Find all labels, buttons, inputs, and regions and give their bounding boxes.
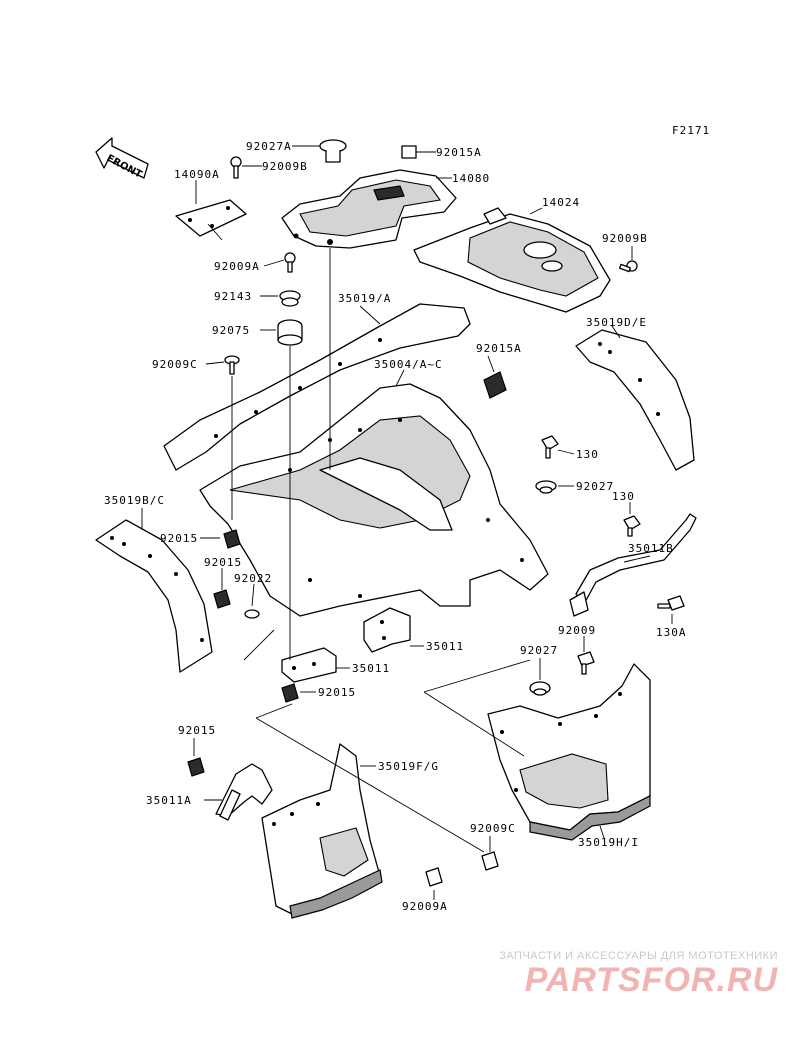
label-14024: 14024 [542, 196, 580, 209]
watermark-tagline: ЗАПЧАСТИ И АКСЕССУАРЫ ДЛЯ МОТОТЕХНИКИ [499, 950, 778, 962]
label-92143: 92143 [214, 290, 252, 303]
front-arrow-icon: FRONT [95, 137, 149, 181]
part-92009B-bolt [230, 156, 242, 179]
label-35011B: 35011B [628, 542, 674, 555]
label-35011A: 35011A [146, 794, 192, 807]
label-35019A: 35019/A [338, 292, 391, 305]
label-92027-b: 92027 [520, 644, 558, 657]
part-35019BC-mudflap [95, 519, 213, 673]
part-130A-bolt [657, 595, 685, 611]
label-35019DE: 35019D/E [586, 316, 647, 329]
part-92009C-bolt [224, 355, 240, 375]
part-92143-washer [279, 290, 301, 307]
part-35004-rear-fender [199, 383, 549, 617]
label-130: 130 [576, 448, 599, 461]
part-130-bolt [541, 435, 559, 459]
label-35004: 35004/A~C [374, 358, 443, 371]
label-35019BC: 35019B/C [104, 494, 165, 507]
part-92009-bolt [577, 651, 595, 675]
part-92009A-bottom-bolt [425, 867, 443, 887]
part-labels: 92027A 92009B 92015A 14080 14090A 14024 … [104, 140, 687, 913]
label-92015: 92015 [160, 532, 198, 545]
part-35011-bracket-2 [281, 647, 337, 683]
label-92009B-right: 92009B [602, 232, 648, 245]
part-92009B-right-bolt [618, 260, 638, 273]
part-14024-cover [413, 207, 611, 313]
part-35011A-bracket [215, 763, 273, 821]
label-92015-c: 92015 [318, 686, 356, 699]
label-92009C: 92009C [152, 358, 198, 371]
leader-lines [141, 145, 673, 900]
watermark-logo: PARTSFOR.RU [524, 961, 778, 999]
label-14090A: 14090A [174, 168, 220, 181]
part-35019FG-mudflap [261, 743, 383, 919]
label-92015-d: 92015 [178, 724, 216, 737]
label-92075: 92075 [212, 324, 250, 337]
part-92027-grommet [535, 480, 557, 494]
label-92009A: 92009A [214, 260, 260, 273]
label-130-b: 130 [612, 490, 635, 503]
label-92027A: 92027A [246, 140, 292, 153]
label-92015A: 92015A [436, 146, 482, 159]
label-14080: 14080 [452, 172, 490, 185]
part-92015A-mid-clip [483, 371, 507, 399]
part-130-bolt-2 [623, 515, 641, 537]
part-92022-washer [244, 609, 260, 619]
label-92009C-bottom: 92009C [470, 822, 516, 835]
label-92027: 92027 [576, 480, 614, 493]
label-92015A-mid: 92015A [476, 342, 522, 355]
label-35011: 35011 [426, 640, 464, 653]
part-92015A-clip [401, 145, 417, 159]
part-92015-nut-4 [187, 757, 205, 777]
part-92015-nut [223, 529, 241, 549]
part-92027-lower-grommet [529, 681, 551, 696]
label-92009A-bottom: 92009A [402, 900, 448, 913]
label-92022: 92022 [234, 572, 272, 585]
part-14090A-plate [175, 199, 247, 237]
watermark: ЗАПЧАСТИ И АКСЕССУАРЫ ДЛЯ МОТОТЕХНИКИ PA… [499, 950, 778, 998]
part-92009C-bottom-bolt [481, 851, 499, 871]
label-92009: 92009 [558, 624, 596, 637]
label-35019HI: 35019H/I [578, 836, 639, 849]
part-92009A-bolt [284, 252, 296, 273]
label-35019FG: 35019F/G [378, 760, 439, 773]
part-92075-grommet [277, 319, 303, 346]
part-92015-nut-2 [213, 589, 231, 609]
part-35019HI-mudflap [487, 663, 651, 841]
figure-code: F2171 [672, 124, 710, 137]
label-130A: 130A [656, 626, 687, 639]
label-92009B: 92009B [262, 160, 308, 173]
part-35019DE-mudflap [575, 329, 695, 471]
label-92015-b: 92015 [204, 556, 242, 569]
part-14080-cover [281, 169, 457, 249]
part-92015-nut-3 [281, 683, 299, 703]
label-35011-b: 35011 [352, 662, 390, 675]
part-35011-bracket [363, 607, 411, 653]
part-92027A-cap [319, 139, 347, 163]
